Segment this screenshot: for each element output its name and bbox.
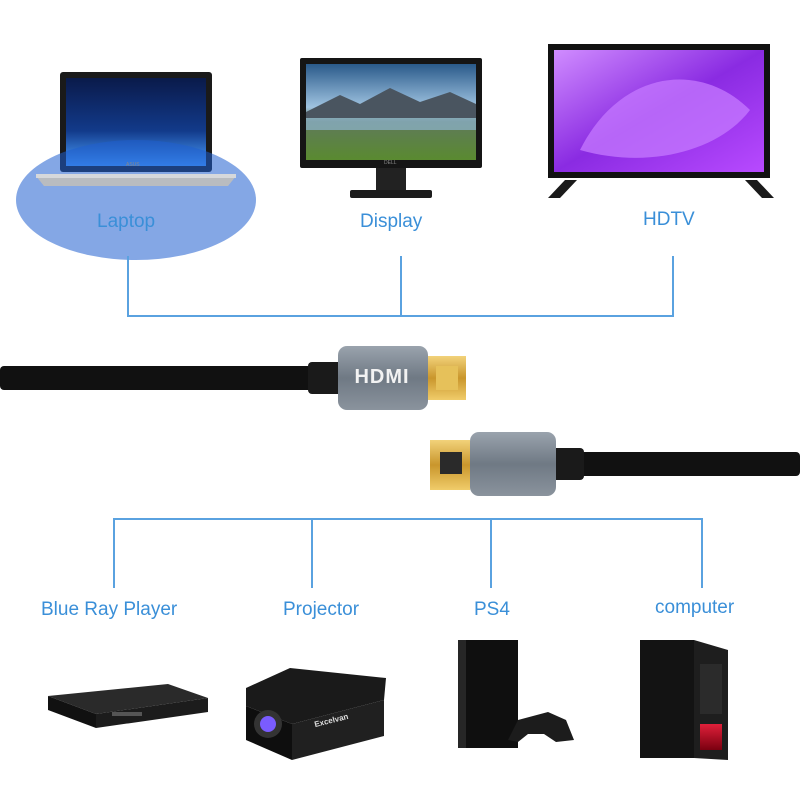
top-bus-line xyxy=(127,315,674,317)
laptop-brand-logo: ASUS xyxy=(126,162,140,168)
bottom-connector-line-blu-ray xyxy=(113,518,115,588)
device-label-display: Display xyxy=(360,211,423,232)
hdmi-cable xyxy=(0,346,800,496)
bottom-connector-line-projector xyxy=(311,518,313,588)
projector-image xyxy=(246,668,386,760)
top-connector-line-laptop xyxy=(127,256,129,316)
laptop-image xyxy=(16,72,256,260)
bottom-connector-line-computer xyxy=(701,518,703,588)
device-label-computer: computer xyxy=(655,597,735,618)
hdmi-connector-label: HDMI xyxy=(354,366,410,388)
monitor-image xyxy=(300,58,482,198)
blu-ray-player-image xyxy=(48,684,208,728)
top-connector-line-hdtv xyxy=(672,256,674,316)
computer-tower-image xyxy=(640,640,728,760)
device-label-laptop: Laptop xyxy=(97,211,156,232)
device-label-blu-ray: Blue Ray Player xyxy=(41,599,178,620)
ps4-image xyxy=(458,640,574,748)
device-label-ps4: PS4 xyxy=(474,599,510,620)
device-label-projector: Projector xyxy=(283,599,360,620)
top-connector-line-display xyxy=(400,256,402,316)
bottom-connector-line-ps4 xyxy=(490,518,492,588)
device-label-hdtv: HDTV xyxy=(643,209,695,230)
bottom-bus-line xyxy=(113,518,703,520)
hdtv-image xyxy=(548,44,774,198)
monitor-brand-logo: DELL xyxy=(384,160,397,166)
